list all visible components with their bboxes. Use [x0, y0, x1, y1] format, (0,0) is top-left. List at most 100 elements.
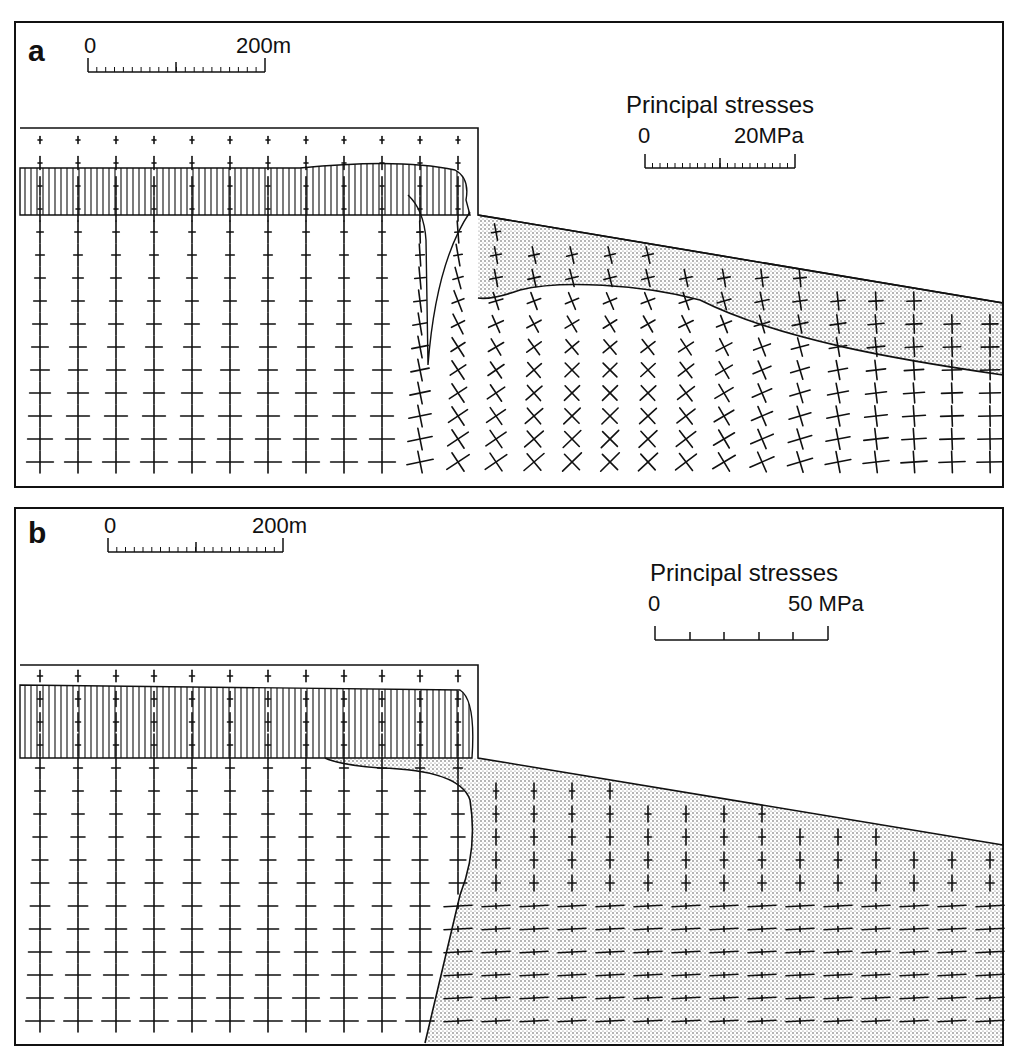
stress-mark	[641, 342, 655, 353]
stress-mark	[910, 882, 918, 884]
scale-label: 0	[102, 514, 118, 538]
stress-mark	[980, 392, 1001, 394]
stress-mark	[789, 413, 811, 419]
stress-mark	[294, 974, 319, 976]
stress-mark	[337, 836, 351, 838]
stress-mark	[683, 813, 689, 815]
stress-mark	[690, 163, 691, 168]
stress-mark	[906, 323, 922, 325]
stress-mark	[865, 415, 888, 418]
stress-mark	[753, 366, 771, 374]
stress-mark	[186, 547, 187, 552]
stress-mark	[181, 928, 202, 930]
stress-mark	[527, 320, 541, 328]
stress-mark	[213, 547, 214, 552]
stress-mark	[339, 790, 350, 792]
stress-mark	[152, 185, 156, 187]
stress-mark	[417, 231, 423, 233]
stress-mark	[948, 859, 956, 861]
stress-mark	[407, 459, 433, 464]
stress-mark	[452, 299, 464, 304]
stress-mark	[904, 369, 923, 370]
stress-mark	[221, 369, 240, 371]
stress-mark	[33, 836, 47, 838]
stress-mark	[29, 928, 50, 930]
stress-mark	[565, 386, 579, 400]
stress-mark	[786, 951, 814, 952]
stress-mark	[900, 1020, 928, 1021]
stress-mark	[641, 298, 654, 303]
stress-mark	[676, 432, 695, 447]
stress-mark	[263, 790, 274, 792]
stress-mark	[829, 368, 848, 372]
stress-mark	[754, 322, 769, 327]
stress-mark	[33, 323, 48, 325]
stress-mark	[224, 300, 237, 302]
stress-mark	[38, 208, 42, 210]
stress-mark	[125, 547, 126, 552]
stress-mark	[492, 882, 500, 884]
stress-mark	[371, 415, 394, 417]
stress-mark	[672, 905, 700, 906]
stress-mark	[900, 951, 928, 952]
stress-mark	[152, 675, 157, 677]
stress-mark	[333, 951, 356, 953]
stress-mark	[797, 836, 804, 838]
stress-mark	[333, 415, 356, 417]
stress-mark	[644, 859, 652, 861]
stress-mark	[222, 859, 238, 861]
stress-mark	[76, 185, 80, 187]
stress-mark	[720, 882, 728, 884]
stress-mark	[418, 185, 422, 187]
stress-mark	[634, 997, 662, 998]
stress-mark	[864, 438, 888, 441]
stress-mark	[862, 974, 890, 975]
stress-mark	[105, 67, 106, 72]
stress-mark	[682, 859, 690, 861]
stress-mark	[786, 974, 814, 975]
stress-mark	[596, 1020, 624, 1021]
stress-mark	[638, 453, 657, 471]
stress-mark	[190, 698, 195, 700]
stress-mark	[634, 974, 662, 975]
stress-mark	[109, 836, 123, 838]
stress-mark	[786, 928, 814, 929]
stress-mark	[220, 67, 221, 72]
stress-mark	[520, 905, 548, 906]
stress-mark	[147, 323, 162, 325]
stress-mark	[183, 369, 202, 371]
stress-mark	[416, 254, 425, 256]
stress-mark	[259, 882, 277, 884]
stress-mark	[488, 365, 504, 376]
stress-mark	[143, 547, 144, 552]
stress-mark	[641, 364, 655, 377]
stress-mark	[28, 438, 53, 440]
stress-mark	[455, 231, 461, 233]
stress-mark	[938, 951, 966, 952]
stress-mark	[824, 997, 852, 998]
stress-mark	[558, 905, 586, 906]
stress-mark	[981, 346, 999, 348]
stress-mark	[152, 208, 156, 210]
stress-mark	[379, 231, 386, 233]
stress-mark	[456, 208, 460, 210]
stress-mark	[727, 163, 728, 168]
stress-mark	[228, 744, 233, 746]
stress-mark	[705, 163, 706, 168]
stress-mark	[114, 139, 118, 141]
stress-mark	[900, 928, 928, 929]
stress-mark	[371, 928, 392, 930]
stress-mark	[750, 163, 751, 168]
stress-mark	[601, 430, 618, 447]
stress-mark	[261, 323, 276, 325]
stress-mark	[190, 162, 194, 164]
stress-mark	[339, 277, 350, 279]
stress-mark	[38, 744, 43, 746]
stress-mark	[186, 813, 198, 815]
stress-mark	[418, 139, 422, 141]
stress-mark	[376, 300, 389, 302]
stress-mark	[145, 369, 164, 371]
stress-mark	[373, 882, 391, 884]
stress-mark	[606, 859, 614, 861]
stress-mark	[862, 951, 890, 952]
